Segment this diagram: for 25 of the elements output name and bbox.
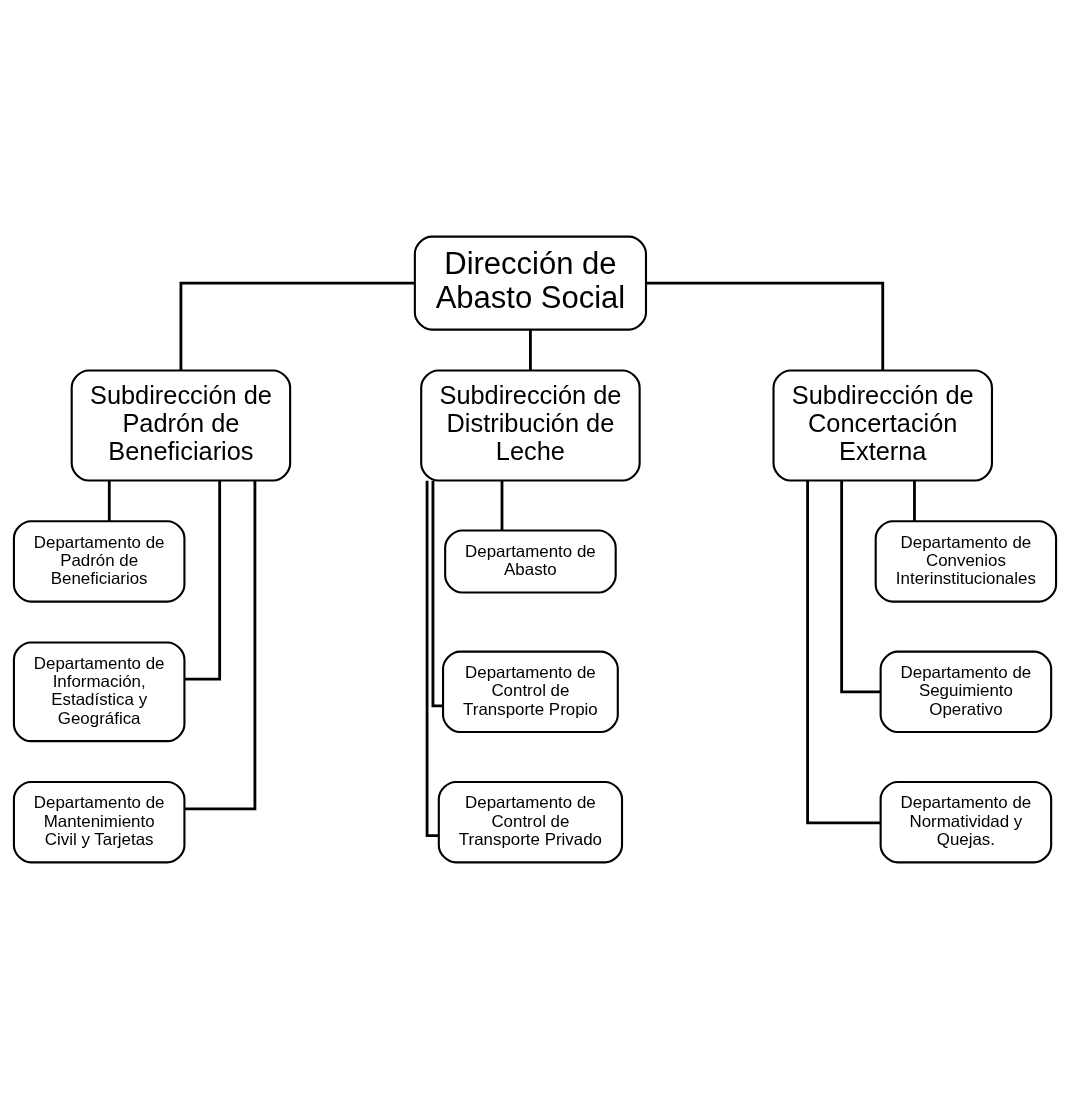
node-box: Dirección de Abasto Social — [413, 235, 648, 331]
connector — [425, 480, 439, 837]
node-box: Departamento de Información, Estadística y Geográfica — [12, 640, 186, 742]
connector — [184, 480, 257, 810]
connector — [840, 480, 881, 693]
node-box: Subdirección de Concertación Externa — [772, 368, 993, 481]
node-box: Departamento de Padrón de Beneficiarios — [12, 519, 186, 603]
connector — [646, 281, 885, 370]
connector — [184, 480, 222, 681]
node-box: Departamento de Mantenimiento Civil y Tarjetas — [12, 780, 186, 863]
node-box: Departamento de Control de Transporte Propio — [442, 650, 619, 733]
node-box: Departamento de Abasto — [444, 528, 617, 594]
connector — [500, 480, 504, 530]
node-box: Subdirección de Padrón de Beneficiarios — [70, 368, 292, 481]
node-box: Departamento de Control de Transporte Privado — [437, 780, 624, 863]
connector — [431, 480, 443, 707]
node-box: Departamento de Normatividad y Quejas. — [879, 780, 1053, 863]
node-box: Departamento de Convenios Interinstitucionales — [874, 519, 1058, 603]
connector — [107, 480, 111, 521]
connector — [913, 480, 916, 521]
connector — [179, 281, 415, 370]
connector — [529, 329, 532, 370]
connector — [806, 480, 881, 824]
node-box: Subdirección de Distribución de Leche — [420, 368, 641, 481]
node-box: Departamento de Seguimiento Operativo — [879, 650, 1053, 733]
